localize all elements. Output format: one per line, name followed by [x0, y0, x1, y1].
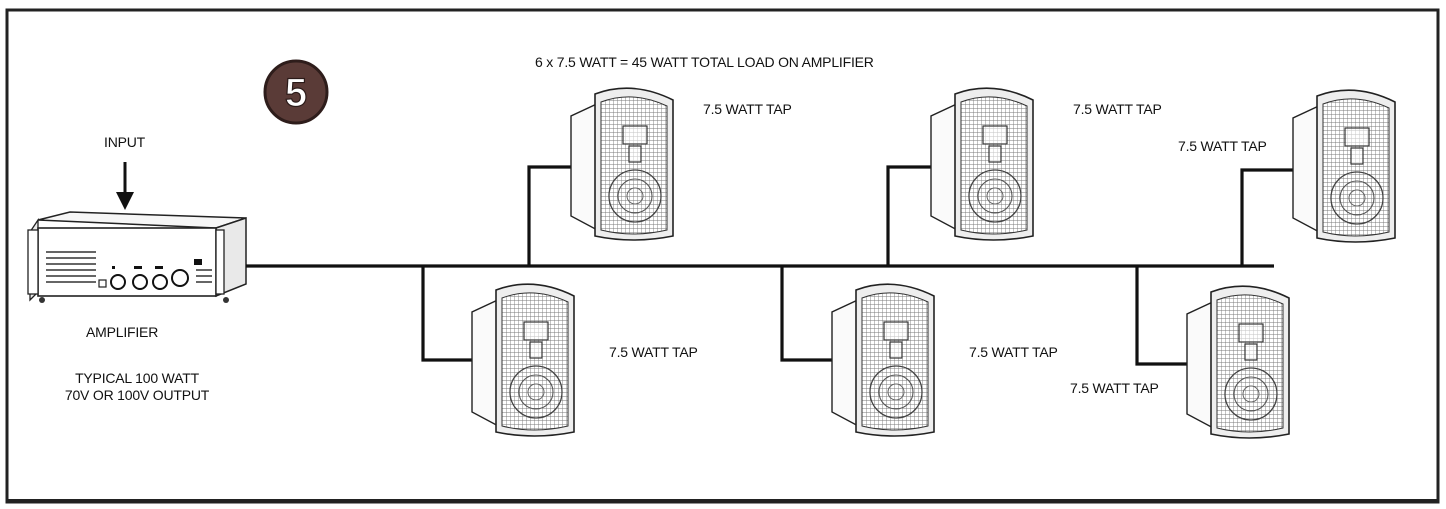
speaker-2 — [930, 87, 1034, 241]
speaker-wiring — [246, 165, 1296, 366]
input-label: INPUT — [104, 134, 146, 150]
amplifier-unit — [27, 211, 247, 303]
speaker-6-tap-label: 7.5 WATT TAP — [1070, 380, 1159, 396]
speaker-1 — [570, 87, 674, 241]
speaker-6 — [1186, 285, 1290, 439]
amplifier-label: AMPLIFIER — [86, 324, 159, 340]
total-load-headline: 6 x 7.5 WATT = 45 WATT TOTAL LOAD ON AMP… — [535, 54, 874, 70]
diagram-frame — [5, 8, 1440, 504]
speaker-4-tap-label: 7.5 WATT TAP — [609, 344, 698, 360]
speaker-2-tap-label: 7.5 WATT TAP — [1073, 101, 1162, 117]
amplifier-spec-line1: TYPICAL 100 WATT — [75, 370, 199, 386]
step-number-label: 5 — [285, 71, 307, 115]
speaker-3-tap-label: 7.5 WATT TAP — [1178, 138, 1267, 154]
speaker-1-tap-label: 7.5 WATT TAP — [703, 101, 792, 117]
step-badge: 5 — [263, 59, 329, 125]
input-arrow-icon — [116, 162, 134, 210]
amplifier-spec-line2: 70V OR 100V OUTPUT — [64, 387, 210, 403]
speaker-3 — [1292, 89, 1396, 243]
speaker-4 — [471, 283, 575, 437]
speaker-5-tap-label: 7.5 WATT TAP — [969, 344, 1058, 360]
speaker-5 — [831, 283, 935, 437]
